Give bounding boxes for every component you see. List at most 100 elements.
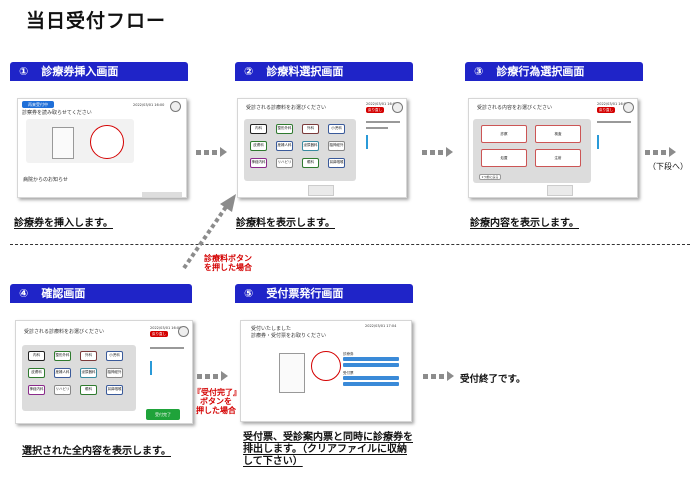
info-line	[150, 347, 184, 349]
datetime: 2022/03/01 16:00	[150, 326, 182, 330]
arrow-3-continue	[645, 147, 676, 157]
dept-button: 小児科	[106, 351, 123, 361]
action-button: 注射	[535, 149, 581, 167]
dept-button: 眼科	[302, 158, 319, 168]
step-4-screenshot: 受診される診療料をお選びください 2022/03/01 16:00 戻り直し 内…	[15, 320, 193, 424]
step-3-header: ③ 診療行為選択画面	[465, 62, 643, 81]
step-3-number: ③	[474, 65, 484, 78]
selection-marker	[150, 361, 152, 375]
dept-button: 外科	[302, 124, 319, 134]
insert-prompt: 診察券を読み取らせてください	[22, 110, 92, 116]
ticket-item-bar	[343, 382, 399, 386]
step-4-caption: 選択された全内容を表示します。	[22, 446, 171, 457]
step-5-label: 受付票発行画面	[266, 287, 344, 300]
flow-end-note: 受付終了です。	[460, 374, 526, 385]
dept-button: 神経内科	[28, 385, 45, 395]
datetime: 2022/03/01 16:00	[133, 103, 165, 107]
datetime: 2022/03/01 17:04	[365, 324, 397, 328]
dept-button: 耳鼻咽喉科	[328, 158, 345, 168]
ticket-item-bar	[343, 376, 399, 380]
complete-button: 受付完了	[146, 409, 180, 420]
step-2-label: 診療料選択画面	[266, 65, 344, 78]
dept-button: リハビリ科	[276, 158, 293, 168]
hospital-notice: 病院からのお知らせ	[23, 177, 68, 183]
dept-button: 内科	[250, 124, 267, 134]
kiosk-stand	[547, 185, 573, 196]
take-ticket-message: 診療券・受付票をお取りください	[251, 333, 327, 339]
card-slot-icon	[90, 125, 124, 159]
datetime: 2022/03/01 16:00	[366, 102, 398, 106]
step-3-screenshot: 受診される内容をお選びください 2022/03/01 16:00 戻り直し 診察…	[468, 98, 638, 198]
action-button: 処置	[481, 149, 527, 167]
selection-marker	[366, 135, 368, 149]
page-title: 当日受付フロー	[26, 10, 167, 32]
step-1-caption: 診療券を挿入します。	[14, 218, 113, 229]
dept-button: 小児科	[328, 124, 345, 134]
info-line	[366, 127, 388, 129]
restart-button: 戻り直し	[150, 331, 168, 337]
dept-button: 皮膚科	[28, 368, 45, 378]
dept-button: リハビリ科	[54, 385, 71, 395]
card-item-bar	[343, 357, 399, 361]
step-2-screenshot: 受診される診療料をお選びください 2022/03/01 16:00 戻り直し 内…	[237, 98, 407, 198]
dept-button: 脳神経外科	[106, 368, 123, 378]
step-5-header: ⑤ 受付票発行画面	[235, 284, 413, 303]
step-2-caption: 診療料を表示します。	[236, 218, 335, 229]
step-2-header: ② 診療料選択画面	[235, 62, 413, 81]
branch-note-complete: 『受付完了』 ボタンを 押した場合	[193, 388, 241, 415]
ticket-list-title: 受付票	[343, 371, 354, 375]
dept-button: 眼科	[80, 385, 97, 395]
action-button: 診察	[481, 125, 527, 143]
settings-icon	[623, 102, 634, 113]
datetime: 2022/03/01 16:00	[597, 102, 629, 106]
card-item-bar	[343, 363, 399, 367]
step-4-label: 確認画面	[41, 287, 86, 300]
action-button: 検査	[535, 125, 581, 143]
card-list-title: 診療券	[343, 352, 354, 356]
dept-button: 脳神経外科	[328, 141, 345, 151]
dept-button: 皮膚科	[250, 141, 267, 151]
step-3-label: 診療行為選択画面	[496, 65, 585, 78]
summary-grid: 内科 整形外科 外科 小児科 皮膚科 産婦人科 泌尿器科 脳神経外科 神経内科 …	[22, 345, 136, 411]
branch-note-dept: 診療料ボタン を押した場合	[204, 254, 252, 272]
dept-button: 整形外科	[276, 124, 293, 134]
back-button: 1つ前に戻る	[479, 174, 501, 180]
kiosk-icon	[52, 127, 74, 159]
kiosk-stand	[308, 185, 334, 196]
step-4-number: ④	[19, 287, 29, 300]
settings-icon	[170, 101, 181, 112]
ticket-output-icon	[311, 351, 341, 381]
status-bar	[142, 192, 182, 197]
dept-button: 泌尿器科	[80, 368, 97, 378]
step-4-header: ④ 確認画面	[10, 284, 192, 303]
next-row-note: （下段へ）	[648, 162, 688, 171]
arrow-1-to-2	[196, 147, 227, 157]
kiosk-icon	[279, 353, 305, 393]
step-1-screenshot: 再来受付中 診察券を読み取らせてください 2022/03/01 16:00 病院…	[17, 98, 187, 198]
dept-prompt: 受診される診療料をお選びください	[246, 105, 327, 111]
branch-arrow	[182, 194, 236, 270]
info-line	[366, 121, 400, 123]
accepted-message: 受付いたしました	[251, 326, 292, 332]
dept-button: 耳鼻咽喉科	[106, 385, 123, 395]
arrow-4-to-5	[197, 371, 228, 381]
department-grid: 内科 整形外科 外科 小児科 皮膚科 産婦人科 泌尿器科 脳神経外科 神経内科 …	[244, 119, 356, 181]
confirm-prompt: 受診される診療料をお選びください	[24, 329, 105, 335]
step-3-caption: 診療内容を表示します。	[470, 218, 579, 229]
dept-button: 神経内科	[250, 158, 267, 168]
reception-badge: 再来受付中	[22, 101, 54, 108]
dept-button: 泌尿器科	[302, 141, 319, 151]
restart-button: 戻り直し	[366, 107, 384, 113]
action-grid: 診察 検査 処置 注射 1つ前に戻る	[473, 119, 591, 183]
settings-icon	[178, 326, 189, 337]
restart-button: 戻り直し	[597, 107, 615, 113]
dept-button: 産婦人科	[54, 368, 71, 378]
step-5-screenshot: 受付いたしました 診療券・受付票をお取りください 2022/03/01 17:0…	[240, 320, 412, 422]
action-prompt: 受診される内容をお選びください	[477, 105, 553, 111]
arrow-2-to-3	[422, 147, 453, 157]
step-2-number: ②	[244, 65, 254, 78]
step-1-number: ①	[19, 65, 29, 78]
step-1-label: 診療券挿入画面	[41, 65, 119, 78]
step-5-number: ⑤	[244, 287, 254, 300]
dept-button: 外科	[80, 351, 97, 361]
